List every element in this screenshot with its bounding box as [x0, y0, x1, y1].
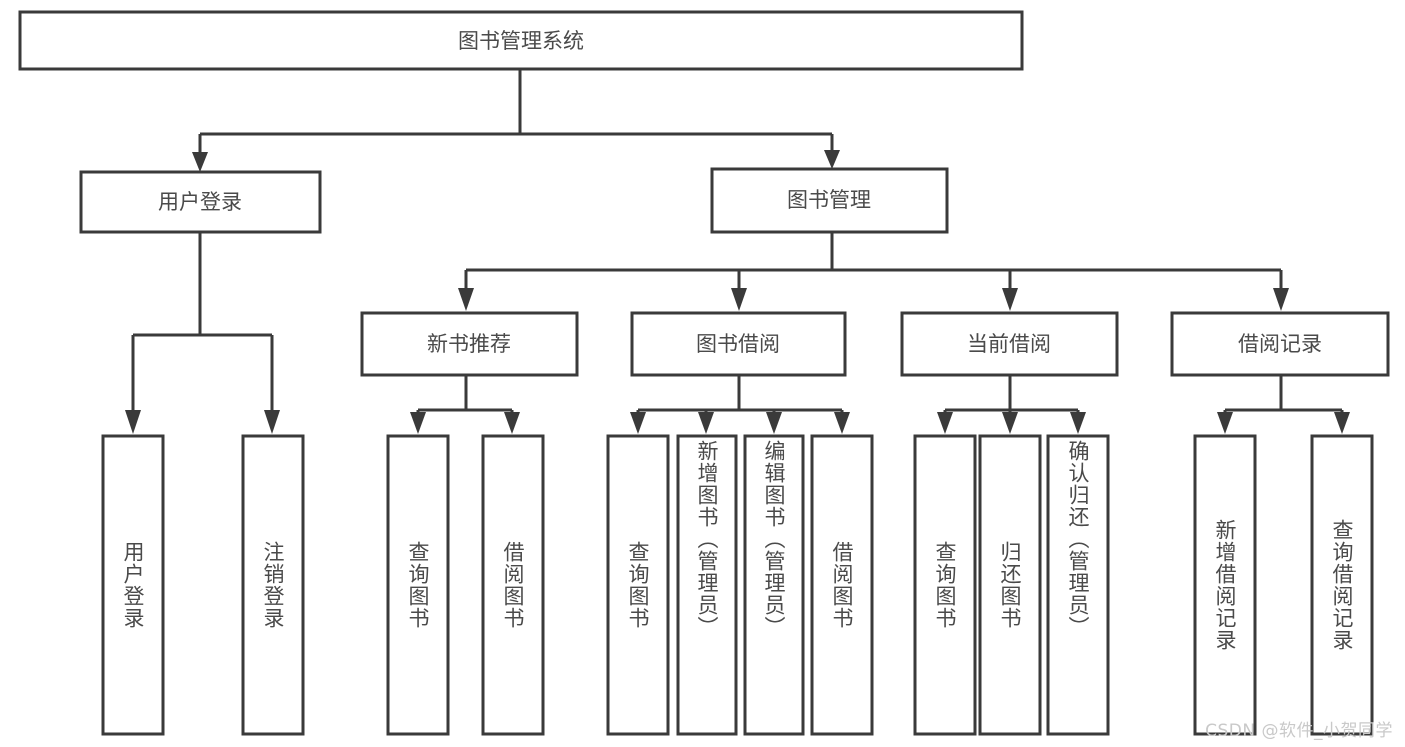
connector-bookborrow-to-leaves [630, 375, 850, 434]
leaf-box-query-book-3 [913, 434, 977, 736]
node-book-borrow-label: 图书借阅 [696, 332, 780, 356]
connector-root-to-level2 [192, 69, 840, 172]
node-borrow-record-label: 借阅记录 [1238, 332, 1322, 356]
node-current-borrow[interactable]: 当前借阅 [900, 311, 1119, 377]
leaf-box-add-record [1193, 434, 1257, 736]
connector-borrowrecord-to-leaves [1217, 375, 1350, 434]
leaf-box-user-login [101, 434, 165, 736]
leaf-box-logout-login [241, 434, 305, 736]
node-root-label: 图书管理系统 [458, 29, 584, 53]
node-user-login[interactable]: 用户登录 [79, 170, 322, 234]
leaf-box-borrow-book-2 [810, 434, 874, 736]
node-new-book-recommend-label: 新书推荐 [427, 332, 511, 356]
node-user-login-label: 用户登录 [158, 190, 242, 214]
leaf-box-query-book-1 [386, 434, 450, 736]
csdn-watermark: CSDN @软件_小贺同学 [1205, 721, 1393, 741]
leaf-boxes [101, 434, 1374, 736]
node-book-management[interactable]: 图书管理 [710, 167, 949, 234]
leaf-box-confirm-return [1046, 434, 1110, 736]
leaf-box-borrow-book-1 [481, 434, 545, 736]
node-book-borrow[interactable]: 图书借阅 [630, 311, 847, 377]
leaf-box-query-book-2 [606, 434, 670, 736]
leaf-box-return-book [978, 434, 1042, 736]
leaf-box-add-book [676, 434, 738, 736]
leaf-box-edit-book [743, 434, 805, 736]
node-root[interactable]: 图书管理系统 [18, 10, 1024, 71]
node-new-book-recommend[interactable]: 新书推荐 [360, 311, 579, 377]
node-borrow-record[interactable]: 借阅记录 [1170, 311, 1390, 377]
node-book-management-label: 图书管理 [787, 188, 871, 212]
connector-currentborrow-to-leaves [937, 375, 1086, 434]
leaf-box-query-record [1310, 434, 1374, 736]
node-current-borrow-label: 当前借阅 [967, 332, 1051, 356]
connector-bookmgmt-to-level3 [458, 232, 1289, 311]
connector-newbook-to-leaves [410, 375, 520, 434]
connector-userlogin-to-leaves [125, 232, 280, 434]
